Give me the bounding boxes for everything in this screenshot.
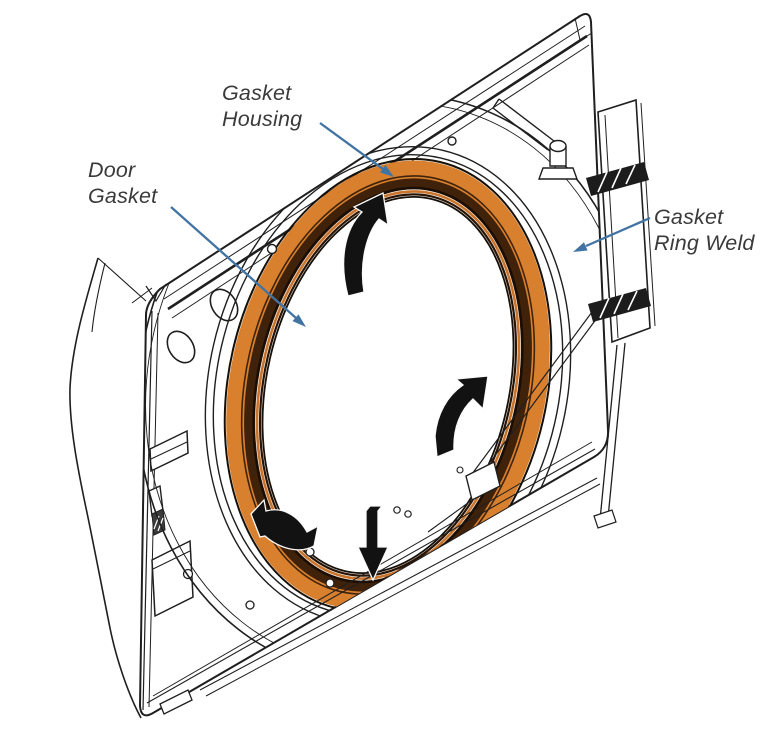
door-stay-bracket: [427, 311, 598, 533]
rotation-arrow-upright-icon: [434, 375, 489, 458]
hinge-rods: [593, 342, 626, 529]
door-left-side-profile: [69, 257, 147, 719]
rotation-arrow-up-icon: [343, 192, 389, 297]
hinge-bracket-bottom: [588, 288, 651, 322]
hinge-assembly: [492, 98, 656, 529]
label-door-gasket-line2: Gasket: [88, 184, 158, 208]
label-door-gasket-line1: Door: [88, 158, 136, 182]
leader-arrows: [170, 122, 651, 327]
leader-line-gasket-ring-weld: [585, 216, 651, 248]
label-gasket-housing-line2: Housing: [222, 107, 302, 131]
rotation-arrows: [250, 192, 489, 582]
housing-screw-holes: [245, 136, 457, 610]
label-gasket-housing-line1: Gasket: [222, 81, 292, 105]
insert-down-arrow-icon: [356, 505, 390, 582]
hinge-bolt: [538, 139, 578, 180]
leader-arrowhead-gasket-ring-weld-icon: [573, 242, 588, 252]
leader-arrowhead-gasket-housing-icon: [380, 165, 394, 177]
hinge-bracket-top: [586, 162, 649, 196]
label-gasket-ring-weld-line2: Ring Weld: [654, 231, 755, 255]
rotation-arrow-hook-icon: [250, 498, 319, 551]
labels: Gasket Housing Door Gasket Gasket Ring W…: [88, 81, 755, 255]
door-bottom-flange: [146, 441, 601, 715]
label-gasket-ring-weld-line1: Gasket: [654, 205, 724, 229]
hinge-arm: [492, 98, 555, 151]
leader-arrowhead-door-gasket-icon: [292, 314, 306, 327]
leader-line-gasket-housing: [319, 122, 384, 170]
leader-line-door-gasket: [170, 206, 297, 319]
